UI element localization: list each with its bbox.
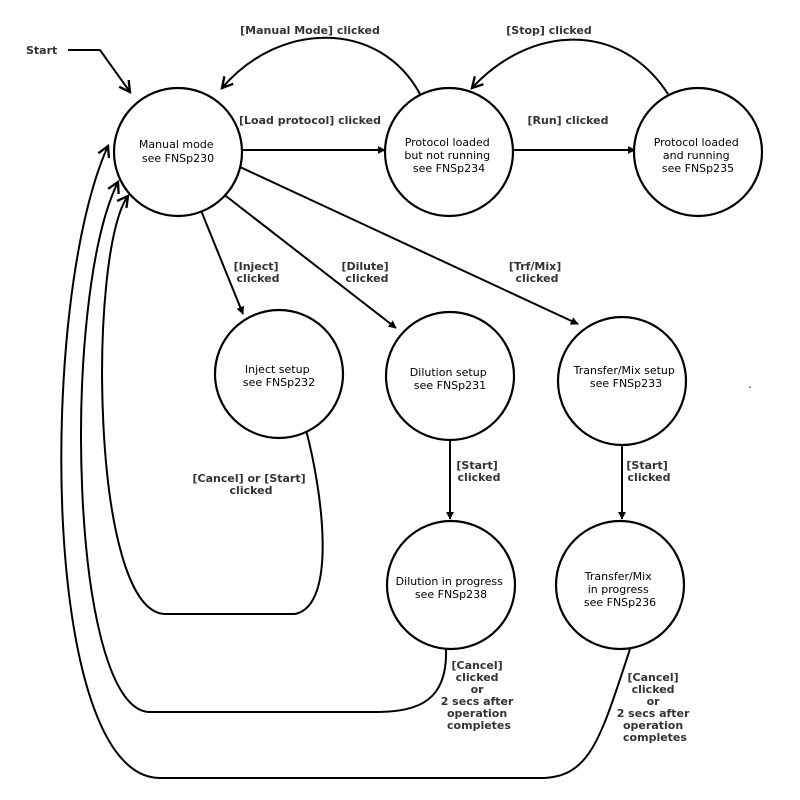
edge-inject [199, 207, 245, 315]
state-transfer-setup: Transfer/Mix setup see FNSp233 [556, 315, 688, 447]
edge-label-stop: [Stop] clicked [506, 24, 591, 37]
edge-label-start-dilution: [Start] clicked [456, 459, 501, 484]
edge-label-cancel-dilution: [Cancel] clicked or 2 secs after operati… [441, 659, 518, 732]
state-protocol-running: Protocol loaded and running see FNSp235 [632, 86, 764, 218]
edges [60, 36, 669, 779]
state-label-line: see FNSp236 [584, 596, 656, 609]
state-manual-mode: Manual mode see FNSp230 [112, 86, 244, 218]
edge-trf-mix [239, 166, 579, 325]
state-label-line: Protocol loaded [405, 136, 490, 149]
stray-dot: . [748, 378, 752, 391]
state-label-line: see FNSp238 [415, 588, 487, 601]
edge-label-inject: [Inject] clicked [234, 260, 283, 285]
state-label-line: Manual mode [139, 138, 214, 151]
state-label-line: see FNSp232 [243, 376, 315, 389]
svg-text:Dilution setup see FNS: Dilution setup see FNSp231 [410, 366, 490, 392]
state-label-line: in progress [588, 583, 649, 596]
state-dilution-in-progress: Dilution in progress see FNSp238 [385, 519, 517, 651]
state-label-line: and running [663, 149, 730, 162]
state-label-line: see FNSp234 [413, 162, 485, 175]
edge-start [68, 49, 130, 92]
state-label-line: Transfer/Mix setup [573, 364, 675, 377]
edge-label-cancel-transfer: [Cancel] clicked or 2 secs after operati… [617, 671, 694, 744]
edge-cancel-dilution [80, 182, 448, 713]
svg-text:Transfer/Mix in progre: Transfer/Mix in progress see FNSp236 [584, 570, 656, 609]
state-label-line: see FNSp230 [142, 152, 214, 165]
edge-manual-mode [222, 36, 421, 95]
edge-labels: Start [Manual Mode] clicked [Stop] click… [26, 24, 752, 744]
edge-label-manual-mode: [Manual Mode] clicked [240, 24, 380, 37]
edge-label-start-transfer: [Start] clicked [626, 459, 671, 484]
state-label-line: Inject setup [245, 363, 310, 376]
state-label-line: but not running [404, 149, 490, 162]
svg-text:Inject setup see FNSp2: Inject setup see FNSp232 [243, 363, 315, 389]
edge-label-cancel-start: [Cancel] or [Start] clicked [193, 472, 310, 497]
edge-dilute [221, 192, 397, 329]
state-dilution-setup: Dilution setup see FNSp231 [384, 310, 516, 442]
state-label-line: Protocol loaded [654, 136, 739, 149]
svg-text:Manual mode see FNSp23: Manual mode see FNSp230 [139, 138, 217, 165]
state-protocol-loaded: Protocol loaded but not running see FNSp… [383, 86, 515, 218]
edge-cancel-transfer [60, 146, 631, 779]
svg-text:Protocol loaded but no: Protocol loaded but not running see FNSp… [404, 136, 493, 175]
state-label-line: see FNSp231 [414, 379, 486, 392]
start-label: Start [26, 44, 57, 57]
state-label-line: see FNSp235 [662, 162, 734, 175]
edge-label-dilute: [Dilute] clicked [341, 260, 392, 285]
state-label-line: Dilution in progress [396, 575, 503, 588]
states: Manual mode see FNSp230 Protocol loaded … [112, 86, 764, 651]
svg-text:Transfer/Mix setup see: Transfer/Mix setup see FNSp233 [573, 364, 679, 390]
edge-label-load-protocol: [Load protocol] clicked [239, 114, 381, 127]
edge-label-trf-mix: [Trf/Mix] clicked [509, 260, 565, 285]
svg-text:Protocol loaded and ru: Protocol loaded and running see FNSp235 [654, 136, 743, 175]
state-label-line: Transfer/Mix [584, 570, 652, 583]
edge-label-run: [Run] clicked [528, 114, 609, 127]
edge-stop [472, 38, 669, 95]
edge-cancel-start [101, 196, 324, 615]
svg-text:Dilution in progress s: Dilution in progress see FNSp238 [396, 575, 507, 601]
state-transfer-in-progress: Transfer/Mix in progress see FNSp236 [554, 519, 686, 651]
state-inject-setup: Inject setup see FNSp232 [213, 308, 345, 440]
state-label-line: see FNSp233 [590, 377, 662, 390]
state-label-line: Dilution setup [410, 366, 487, 379]
